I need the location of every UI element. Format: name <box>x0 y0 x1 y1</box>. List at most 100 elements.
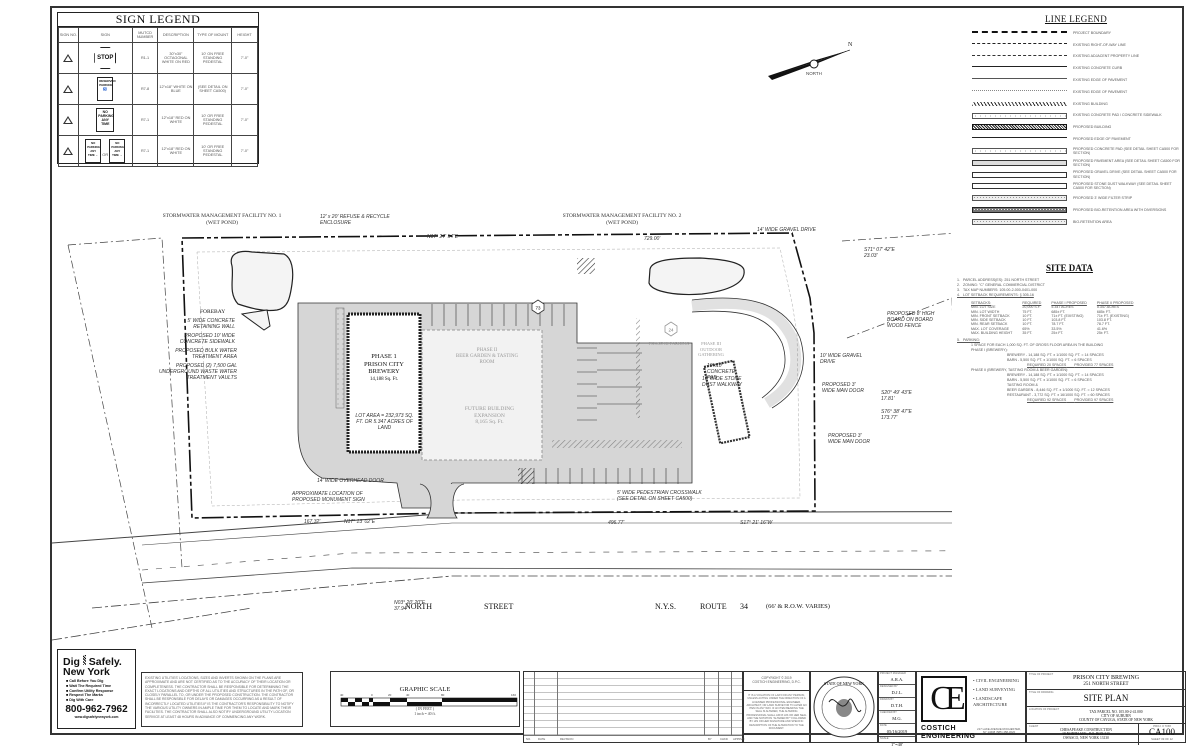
sign-mount: (SEE DETAIL ON SHEET CA500) <box>193 73 233 105</box>
pe-seal: STATE OF NEW YORK <box>810 671 878 743</box>
line-legend-item: PROPOSED GRAVEL DRIVE (SEE DETAIL SHEET … <box>972 170 1180 180</box>
retaining-wall-label: 5' WIDE CONCRETE RETAINING WALL <box>187 318 235 330</box>
line-legend-label: PROPOSED BIO-RETENTION AREA WITH DIVERSI… <box>1073 207 1167 212</box>
line-legend-title: LINE LEGEND <box>1044 14 1108 24</box>
line-symbol-icon <box>972 101 1067 106</box>
svg-text:40: 40 <box>406 693 410 697</box>
parking-calc: BARN - 5,500 SQ. FT. x 1/1000 SQ. FT. = … <box>1007 378 1092 383</box>
north-arrow-icon <box>768 49 851 80</box>
dig-safely-website: www.digsafelynewyork.com <box>74 714 119 719</box>
sign-description: 30"x30" OCTAGONAL WHITE ON RED <box>157 42 195 74</box>
phase3-parking-label: PHASE III PARKING <box>648 341 690 346</box>
sign-description: 12"x18" RED ON WHITE <box>157 135 195 167</box>
line-legend-label: EXISTING CONCRETE CURB <box>1073 66 1123 71</box>
line-legend-label: BIO-RETENTION AREA <box>1073 219 1112 224</box>
distance-bottom: 496.77' <box>608 520 625 526</box>
proposed-sidewalk <box>335 307 345 409</box>
line-symbol-icon <box>972 54 1067 61</box>
distance-bottom-left: 167.32' <box>304 519 321 525</box>
sign-row: RESERVED PARKING ♿ R7-8 12"x18" WHITE ON… <box>58 73 258 105</box>
drawing-sheet: SIGN LEGEND SIGN NO. SIGN MUTCD NUMBER D… <box>50 6 1186 747</box>
svg-text:73: 73 <box>535 306 541 311</box>
site-data-title: SITE DATA <box>1046 263 1093 273</box>
site-data: SITE DATA 1. PARCEL ADDRESS(ES): 251 NOR… <box>957 263 1182 503</box>
adjacent-property-lines <box>67 232 952 629</box>
parking-heading: 5. PARKING: <box>957 338 980 343</box>
overhead-door-label: 14' WIDE OVERHEAD DOOR <box>317 478 384 484</box>
mutcd-number: R7-1 <box>131 135 159 167</box>
line-symbol-icon <box>972 112 1067 119</box>
swm1-label: STORMWATER MANAGEMENT FACILITY NO. 1 (WE… <box>162 213 282 226</box>
revisions-header: NO. DATE REVISION BY CHKD APPRVD <box>524 735 745 742</box>
parking-phase2-heading: PHASE II (BREWERY, TASTING ROOM & BEER G… <box>971 368 1069 373</box>
north-arrow: N NORTH <box>764 42 854 86</box>
road-name-route: ROUTE <box>700 602 727 611</box>
phase2-label: PHASE II BEER GARDEN & TASTING ROOM <box>455 348 519 365</box>
line-symbol-icon <box>972 124 1067 131</box>
line-legend-label: EXISTING BUILDING <box>1073 101 1108 106</box>
bearing-bottom-left: N17° 13' 02"E <box>344 519 376 525</box>
sign-legend-title: SIGN LEGEND <box>58 13 258 27</box>
stop-sign-icon: STOP <box>94 47 117 69</box>
no-parking-left-arrow-sign-icon: NO PARKING ANY TIME ← <box>85 139 102 163</box>
line-legend-item: EXISTING EDGE OF PAVEMENT <box>972 87 1180 97</box>
scale-unit: ( IN FEET ) <box>415 707 435 711</box>
graphic-scale-title: GRAPHIC SCALE <box>399 686 451 693</box>
line-legend-item: PROJECT BOUNDARY <box>972 28 1180 38</box>
sign-row: NO PARKING ANY TIME R7-1 12"x18" RED ON … <box>58 104 258 136</box>
site-data-item: 1. PARCEL ADDRESS(ES): 251 NORTH STREET <box>957 278 1040 282</box>
lot-area-label: LOT AREA = 232,973 SQ. FT. OR 5.347 ACRE… <box>355 413 414 431</box>
road-row-width: (66' & R.O.W. VARIES) <box>766 603 830 610</box>
utility-disclaimer-note: EXISTING UTILITIES' LOCATIONS, SIZES AND… <box>141 672 303 727</box>
north-label: NORTH <box>806 71 822 76</box>
sign-number-triangle-icon <box>63 146 74 155</box>
north-street-road <box>52 511 952 641</box>
line-legend-item: PROPOSED PAVEMENT AREA (SEE DETAIL SHEET… <box>972 158 1180 168</box>
sign-description: 12"x18" RED ON WHITE <box>157 104 195 136</box>
sheet-of: SHEET 09 OF 12 <box>1151 737 1173 741</box>
svg-text:STATE OF NEW YORK: STATE OF NEW YORK <box>824 681 864 686</box>
stormwater-pond-1 <box>230 250 294 312</box>
svg-text:20: 20 <box>388 693 392 697</box>
line-symbol-icon <box>972 42 1067 49</box>
line-legend-label: EXISTING EDGE OF PAVEMENT <box>1073 78 1128 83</box>
sign-legend-table: SIGN NO. SIGN MUTCD NUMBER DESCRIPTION T… <box>58 27 258 167</box>
line-legend-item: EXISTING ADJACENT PROPERTY LINE <box>972 52 1180 62</box>
line-legend-item: EXISTING EDGE OF PAVEMENT <box>972 75 1180 85</box>
accessible-parking-sign-icon: RESERVED PARKING ♿ <box>97 77 116 101</box>
site-plan-drawing: 73 24 <box>52 232 952 641</box>
crosswalk <box>552 440 682 448</box>
road-name-street: STREET <box>484 602 514 611</box>
no-parking-right-arrow-sign-icon: NO PARKING ANY TIME → <box>109 139 126 163</box>
svg-text:160: 160 <box>511 693 516 697</box>
firm-monogram-logo: CE <box>921 676 967 722</box>
forebay-label: FOREBAY <box>200 309 226 315</box>
line-legend-item: PROPOSED EDGE OF PAVEMENT <box>972 134 1180 144</box>
line-legend-item: PROPOSED 3' WIDE FILTER STRIP <box>972 193 1180 203</box>
firm-address: 217 LAKE AVENUE ROCHESTER, NY 14608 (585… <box>977 727 1021 735</box>
line-legend-item: PROPOSED BIO-RETENTION AREA WITH DIVERSI… <box>972 205 1180 215</box>
project-location: LOCATION OF PROJECT TAX PARCEL NO. 105.0… <box>1027 707 1185 724</box>
line-legend-label: EXISTING ADJACENT PROPERTY LINE <box>1073 54 1140 59</box>
svg-text:80: 80 <box>441 693 445 697</box>
svg-text:40: 40 <box>340 693 344 697</box>
parking-count-marker <box>531 299 545 315</box>
crosswalk-label: 5' WIDE PEDESTRIAN CROSSWALK (SEE DETAIL… <box>617 490 702 502</box>
parking-calc: BEER GARDEN - 8,446 SQ. FT. x 1/1000 SQ.… <box>1007 388 1110 393</box>
gravel-drive-label: 14' WIDE GRAVEL DRIVE <box>757 227 816 233</box>
line-legend-label: PROPOSED CONCRETE PAD (SEE DETAIL SHEET … <box>1073 146 1179 155</box>
road-name-number: 34 <box>740 602 748 611</box>
sign-description: 12"x18" WHITE ON BLUE <box>157 73 195 105</box>
